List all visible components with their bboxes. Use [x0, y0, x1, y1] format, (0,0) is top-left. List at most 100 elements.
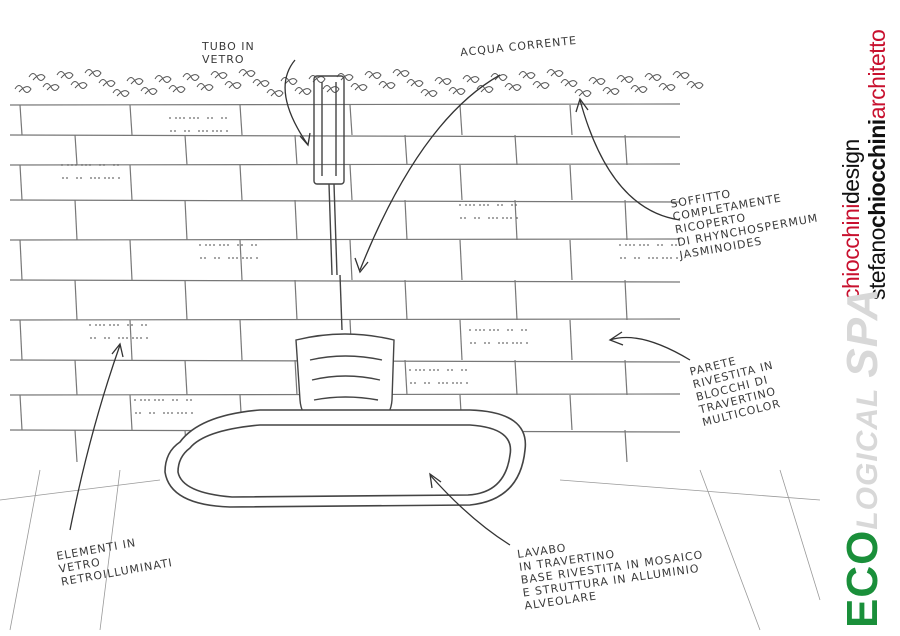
leaf-squiggle — [616, 75, 634, 83]
stone-speckle — [459, 204, 461, 206]
brick-joint — [129, 164, 133, 201]
stone-speckle — [666, 257, 668, 259]
leaf-squiggle — [588, 77, 606, 85]
stone-speckle — [205, 244, 207, 246]
stone-speckle — [461, 369, 463, 371]
leaf-squiggle — [84, 69, 102, 77]
stone-speckle — [103, 164, 105, 166]
stone-speckle — [191, 412, 193, 414]
leaf-squiggle — [294, 87, 312, 95]
stone-speckle — [103, 324, 105, 326]
leaf-squiggle — [266, 89, 284, 97]
stone-speckle — [483, 204, 485, 206]
stone-speckle — [162, 399, 164, 401]
brick-joint — [624, 429, 628, 463]
leaf-squiggle — [322, 85, 340, 93]
brick-joint — [129, 104, 133, 136]
stone-speckle — [193, 117, 195, 119]
leaf-squiggle — [392, 69, 410, 77]
stone-speckle — [437, 369, 439, 371]
stone-speckle — [221, 117, 223, 119]
stone-speckle — [469, 329, 471, 331]
stone-speckle — [484, 342, 486, 344]
stone-speckle — [81, 164, 83, 166]
stone-speckle — [99, 324, 101, 326]
leaf-squiggle — [658, 83, 676, 91]
stone-speckle — [624, 257, 626, 259]
leaf-squiggle — [28, 73, 46, 81]
stone-speckle — [131, 324, 133, 326]
stone-speckle — [662, 257, 664, 259]
stone-speckle — [184, 130, 186, 132]
stone-speckle — [177, 412, 179, 414]
brick-joint — [569, 394, 573, 431]
stone-speckle — [256, 257, 258, 259]
stone-speckle — [117, 164, 119, 166]
stone-speckle — [464, 217, 466, 219]
stone-speckle — [171, 412, 173, 414]
stone-speckle — [99, 164, 101, 166]
stone-speckle — [66, 177, 68, 179]
leaf-squiggle — [434, 77, 452, 85]
stone-speckle — [501, 204, 503, 206]
brick-joint — [349, 164, 353, 201]
brick-joint — [239, 104, 243, 136]
stone-speckle — [117, 324, 119, 326]
leaf-squiggle — [126, 77, 144, 85]
brick-joint — [19, 394, 23, 431]
stone-speckle — [98, 177, 100, 179]
stone-speckle — [497, 329, 499, 331]
stone-speckle — [108, 337, 110, 339]
stone-speckle — [204, 257, 206, 259]
brick-joint — [514, 359, 518, 396]
leaf-squiggle — [532, 81, 550, 89]
brick-joint — [514, 134, 518, 166]
annotation-tubo: TUBO IN VETRO — [202, 40, 255, 66]
leaf-squiggle — [112, 89, 130, 97]
stone-speckle — [526, 342, 528, 344]
stone-speckle — [661, 244, 663, 246]
stone-speckle — [442, 382, 444, 384]
brick-joint — [514, 199, 518, 241]
brand-architetto: stefanochiocchiniarchitetto — [864, 30, 891, 300]
stone-speckle — [141, 324, 143, 326]
stone-speckle — [237, 244, 239, 246]
brand-chiocchinidesign: chiocchinidesign — [838, 139, 865, 300]
stone-speckle — [118, 177, 120, 179]
leaf-squiggle — [154, 75, 172, 83]
leaf-squiggle — [140, 87, 158, 95]
leaf-squiggle — [182, 73, 200, 81]
stone-speckle — [213, 244, 215, 246]
stone-speckle — [71, 164, 73, 166]
stone-speckle — [676, 257, 678, 259]
stone-speckle — [145, 324, 147, 326]
stone-speckle — [419, 369, 421, 371]
brick-joint — [239, 239, 243, 281]
stone-speckle — [466, 382, 468, 384]
stone-speckle — [489, 329, 491, 331]
stone-speckle — [188, 130, 190, 132]
brick-joint — [19, 164, 23, 201]
brick-joint — [569, 164, 573, 201]
stone-speckle — [241, 244, 243, 246]
stone-speckle — [207, 117, 209, 119]
stone-speckle — [108, 177, 110, 179]
brick-joint — [294, 199, 298, 241]
stone-speckle — [671, 244, 673, 246]
stone-speckle — [67, 164, 69, 166]
stone-speckle — [670, 257, 672, 259]
brick-joint — [129, 239, 133, 281]
jasmine-foliage — [14, 69, 704, 97]
brick-joint — [74, 359, 78, 396]
brick-joint — [404, 134, 408, 166]
brand-ecological-spa: ECOLOGICALSPA — [838, 287, 888, 628]
leaf-squiggle — [280, 77, 298, 85]
stone-speckle — [502, 217, 504, 219]
stone-speckle — [228, 257, 230, 259]
stone-speckle — [479, 329, 481, 331]
stone-speckle — [139, 412, 141, 414]
stone-speckle — [220, 130, 222, 132]
brick-joint — [184, 359, 188, 396]
stone-speckle — [167, 412, 169, 414]
leaf-squiggle — [672, 71, 690, 79]
